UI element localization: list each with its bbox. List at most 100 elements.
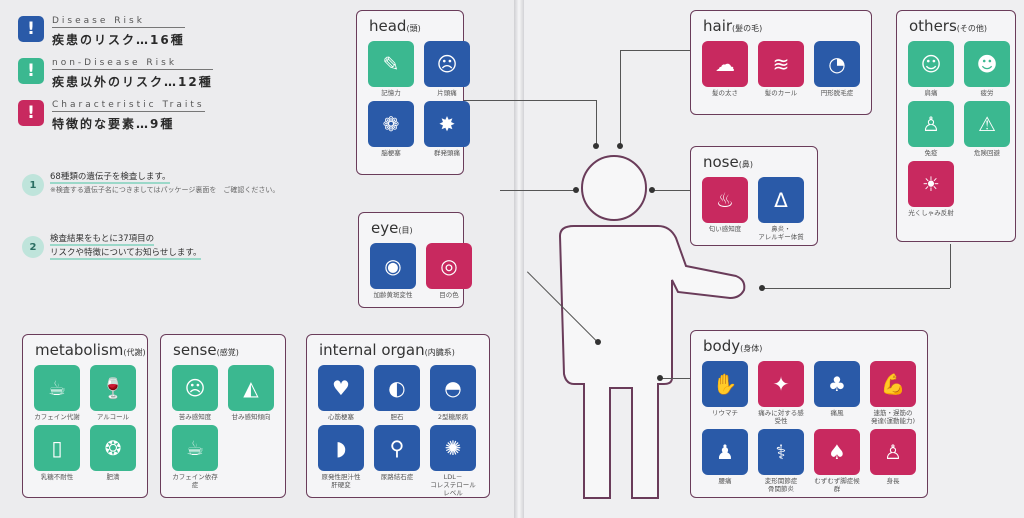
trait-label: 原発性胆汁性 肝硬変 xyxy=(321,473,361,489)
group-title-text: metabolism xyxy=(35,341,124,359)
trait-item: ❁脳梗塞 xyxy=(367,101,415,157)
group-title-sub: (鼻) xyxy=(738,160,753,169)
group-title: eye(目) xyxy=(371,219,413,237)
connector-dot xyxy=(573,187,579,193)
group-title-sub: (頭) xyxy=(406,24,421,33)
group-title-text: nose xyxy=(703,153,739,171)
legend-jp: 疾患以外のリスク…12種 xyxy=(52,75,213,89)
connector-line xyxy=(596,100,597,146)
point-note: ※検査する遺伝子名につきましてはパッケージ裏面を ご確認ください。 xyxy=(50,186,280,194)
group-metabolism: metabolism(代謝)☕カフェイン代謝🍷アルコール▯乳糖不耐性❂肥満 xyxy=(22,334,148,498)
group-title-sub: (身体) xyxy=(740,344,763,353)
back-pain-icon: ♟ xyxy=(702,429,748,475)
group-items: ☹苦み感知度◭甘み感知傾向☕カフェイン依存症 xyxy=(171,365,275,489)
group-head: head(頭)✎記憶力☹片頭痛❁脳梗塞✸群発頭痛 xyxy=(356,10,470,175)
eye-color-icon: ◎ xyxy=(426,243,472,289)
connector-line xyxy=(620,50,621,146)
exclamation-icon: ! xyxy=(18,58,44,84)
trait-label: 心筋梗塞 xyxy=(328,413,354,421)
group-title: others(その他) xyxy=(909,17,987,35)
group-title-text: head xyxy=(369,17,407,35)
trait-item: ◎ 目の色 xyxy=(425,243,473,299)
group-title-text: hair xyxy=(703,17,733,35)
hand-icon: ✋ xyxy=(702,361,748,407)
group-others: others(その他)☺肩痛☻疲労♙免疫⚠危険回避☀光くしゃみ反射 xyxy=(896,10,1016,242)
trait-label: 痛みに対する感受性 xyxy=(758,409,804,425)
fatigue-icon: ☻ xyxy=(964,41,1010,87)
group-title-sub: (その他) xyxy=(956,24,988,33)
trait-item: ♨匂い感知度 xyxy=(701,177,749,241)
trait-label: 加齢黄斑変性 xyxy=(373,291,413,299)
point-number: 1 xyxy=(22,174,44,196)
trait-item: 🍷アルコール xyxy=(89,365,137,421)
trait-item: ☹片頭痛 xyxy=(423,41,471,97)
cluster-headache-icon: ✸ xyxy=(424,101,470,147)
trait-item: ◓ 2型糖尿病 xyxy=(429,365,477,421)
group-items: ◉加齢黄斑変性◎目の色 xyxy=(369,243,473,299)
trait-label: 目の色 xyxy=(439,291,459,299)
group-title-text: sense xyxy=(173,341,217,359)
immunity-icon: ♙ xyxy=(908,101,954,147)
obesity-icon: ❂ xyxy=(90,425,136,471)
trait-item: ☀光くしゃみ反射 xyxy=(907,161,955,217)
trait-label: 匂い感知度 xyxy=(708,225,742,233)
trait-item: ♙ 免疫 xyxy=(907,101,955,157)
legend-jp: 特徴的な要素…9種 xyxy=(52,117,175,131)
group-items: ☁髪の太さ≋髪のカール◔円形脱毛症 xyxy=(701,41,861,97)
trait-item: ❂肥満 xyxy=(89,425,137,481)
trait-item: ♥心筋梗塞 xyxy=(317,365,365,421)
fold-divider xyxy=(514,0,524,518)
trait-label: LDL－ コレステロール レベル xyxy=(430,473,476,497)
point-1: 1 68種類の遺伝子を検査します。※検査する遺伝子名につきましてはパッケージ裏面… xyxy=(22,170,330,196)
connector-dot xyxy=(649,187,655,193)
trait-label: 痛風 xyxy=(830,409,844,417)
trait-label: 苦み感知度 xyxy=(178,413,212,421)
trait-item: ✸群発頭痛 xyxy=(423,101,471,157)
connector-dot xyxy=(595,339,601,345)
human-figure xyxy=(558,155,746,499)
hair-thickness-icon: ☁ xyxy=(702,41,748,87)
group-title-text: others xyxy=(909,17,957,35)
trait-label: 身長 xyxy=(886,477,900,485)
liver-icon: ◗ xyxy=(318,425,364,471)
group-title-text: internal organ xyxy=(319,341,425,359)
height-icon: ♙ xyxy=(870,429,916,475)
exclamation-icon: ! xyxy=(18,16,44,42)
trait-label: 免疫 xyxy=(924,149,938,157)
connector-line xyxy=(620,50,690,51)
group-title: body(身体) xyxy=(703,337,762,355)
rice-bowl-icon: ◓ xyxy=(430,365,476,411)
group-title: nose(鼻) xyxy=(703,153,753,171)
group-title-sub: (目) xyxy=(398,226,413,235)
trait-label: 胆石 xyxy=(390,413,404,421)
group-body: body(身体)✋リウマチ✦痛みに対する感受性♣痛風💪速筋・遅筋の 発達(運動能… xyxy=(690,330,928,498)
legend-en: Disease Risk xyxy=(52,16,185,28)
trait-label: 疲労 xyxy=(980,89,994,97)
group-eye: eye(目)◉加齢黄斑変性◎目の色 xyxy=(358,212,472,308)
feet-icon: ♠ xyxy=(814,429,860,475)
trait-label: 2型糖尿病 xyxy=(437,413,469,421)
trait-item: ♠むずむず脚症候群 xyxy=(813,429,861,493)
sneeze-icon: ☀ xyxy=(908,161,954,207)
brain-icon: ❁ xyxy=(368,101,414,147)
trait-label: 甘み感知傾向 xyxy=(231,413,271,421)
trait-label: 片頭痛 xyxy=(437,89,457,97)
trait-label: 記憶力 xyxy=(381,89,401,97)
trait-label: カフェイン依存症 xyxy=(172,473,218,489)
group-title-text: eye xyxy=(371,219,399,237)
trait-item: ◭甘み感知傾向 xyxy=(227,365,275,421)
group-title: head(頭) xyxy=(369,17,421,35)
group-title-sub: (髪の毛) xyxy=(732,24,763,33)
trait-item: ☺肩痛 xyxy=(907,41,955,97)
trait-item: 💪速筋・遅筋の 発達(運動能力) xyxy=(869,361,917,425)
trait-item: ☹苦み感知度 xyxy=(171,365,219,421)
group-hair: hair(髪の毛) ☁髪の太さ≋髪のカール◔円形脱毛症 xyxy=(690,10,872,115)
face-icon: ☺ xyxy=(908,41,954,87)
connector-dot xyxy=(759,285,765,291)
group-items: ☕カフェイン代謝🍷アルコール▯乳糖不耐性❂肥満 xyxy=(33,365,137,481)
